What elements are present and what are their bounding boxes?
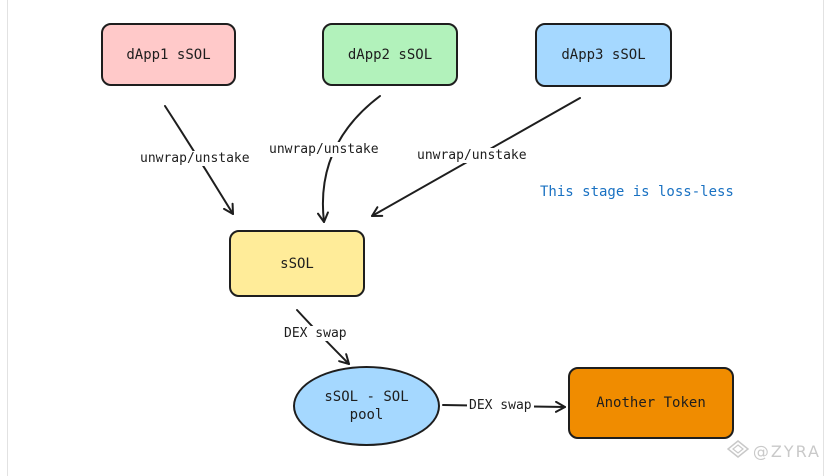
edge-label-ssol-to-pool: DEX swap [282, 326, 349, 341]
node-pool-label: sSOL - SOL pool [324, 389, 409, 423]
watermark-text: @ZYRA [752, 441, 821, 461]
node-ssol: sSOL [229, 230, 365, 297]
node-ssol-label: sSOL [280, 255, 314, 272]
node-dapp2-ssol: dApp2 sSOL [322, 23, 458, 86]
edge-dapp2-to-ssol [316, 95, 381, 223]
diamond-logo-icon [726, 440, 750, 462]
node-another-token-label: Another Token [596, 395, 706, 411]
right-frame-line [823, 0, 824, 476]
edge-label-pool-to-token: DEX swap [467, 398, 534, 413]
node-ssol-sol-pool: sSOL - SOL pool [293, 366, 440, 446]
left-frame-line [7, 0, 8, 476]
node-dapp1-ssol: dApp1 sSOL [101, 23, 236, 86]
watermark: @ZYRA [726, 440, 821, 462]
loss-less-note: This stage is loss-less [540, 184, 734, 200]
node-dapp2-label: dApp2 sSOL [347, 46, 433, 63]
node-dapp3-ssol: dApp3 sSOL [535, 23, 672, 87]
edge-label-dapp2: unwrap/unstake [267, 142, 381, 157]
edge-label-dapp3: unwrap/unstake [415, 148, 529, 163]
node-dapp1-label: dApp1 sSOL [126, 46, 211, 63]
edge-label-dapp1: unwrap/unstake [138, 151, 252, 166]
node-dapp3-label: dApp3 sSOL [561, 47, 646, 63]
node-another-token: Another Token [568, 367, 734, 439]
